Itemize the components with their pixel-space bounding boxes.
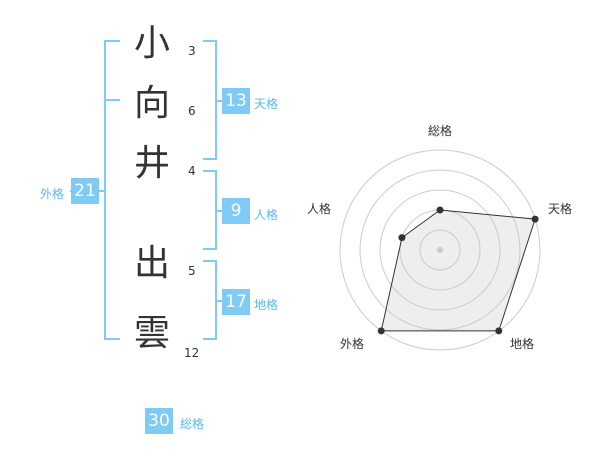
radar-point-1 <box>436 206 444 214</box>
soukaku-label: 総格 <box>180 417 205 431</box>
radar-label-soukaku: 総格 <box>428 124 453 138</box>
gaikaku-value-badge: 21 <box>71 178 99 204</box>
stroke-count-4: 5 <box>188 264 196 278</box>
chikaku-value-badge: 17 <box>222 289 250 315</box>
radar-polygon <box>380 209 536 332</box>
name-char-2: 向 <box>133 83 170 124</box>
radar-label-jinkaku: 人格 <box>307 202 332 216</box>
radar-label-gaikaku: 外格 <box>340 337 365 351</box>
gaikaku-label: 外格 <box>40 187 65 201</box>
stroke-count-2: 6 <box>188 104 196 118</box>
radar-ring <box>359 169 521 331</box>
tenkaku-label: 天格 <box>254 97 279 111</box>
tenkaku-value-badge: 13 <box>222 88 250 114</box>
radar-center <box>437 247 443 253</box>
radar-point-5 <box>398 234 406 242</box>
radar-point-3 <box>495 327 503 335</box>
radar-label-tenkaku: 天格 <box>548 202 573 216</box>
stroke-count-1: 3 <box>188 44 196 58</box>
soukaku-value-badge: 30 <box>145 408 173 434</box>
radar-ring <box>379 189 501 311</box>
name-char-4: 出 <box>133 243 170 284</box>
radar-point-2 <box>531 215 539 223</box>
radar-point-4 <box>377 327 385 335</box>
radar-ring <box>339 149 541 351</box>
jinkaku-label: 人格 <box>254 208 279 222</box>
radar-ring <box>419 229 461 271</box>
stroke-count-3: 4 <box>188 164 196 178</box>
name-char-5: 雲 <box>133 313 170 354</box>
name-char-3: 井 <box>133 143 170 184</box>
jinkaku-value-badge: 9 <box>222 198 250 224</box>
name-char-1: 小 <box>133 23 170 64</box>
stroke-count-5: 12 <box>184 346 200 360</box>
chikaku-label: 地格 <box>254 298 279 312</box>
radar-label-chikaku: 地格 <box>510 337 535 351</box>
